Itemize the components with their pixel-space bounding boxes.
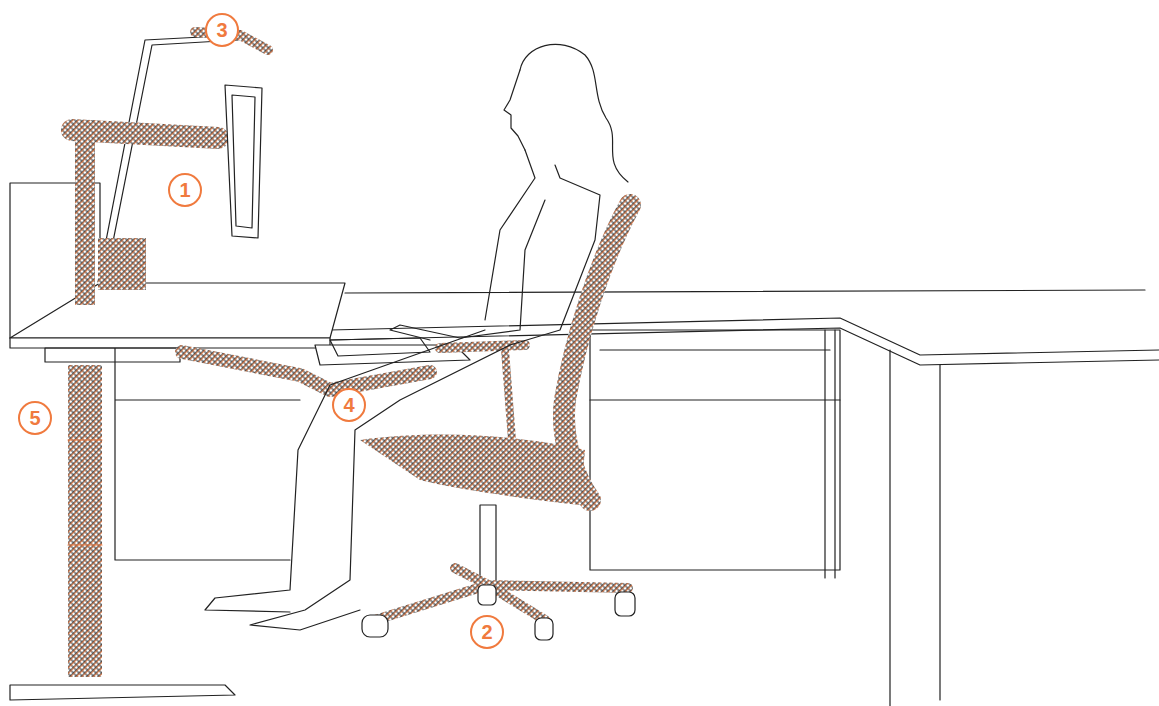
callout-number: 5 bbox=[18, 401, 52, 435]
desk-column bbox=[10, 365, 235, 700]
office-chair bbox=[360, 205, 635, 640]
callout-number: 1 bbox=[168, 173, 202, 207]
callout-circles bbox=[19, 14, 503, 648]
callout-number: 2 bbox=[470, 615, 504, 649]
callout-number: 3 bbox=[205, 13, 239, 47]
callout-number: 4 bbox=[332, 388, 366, 422]
standing-desk bbox=[10, 183, 345, 362]
desk bbox=[115, 290, 1159, 706]
keyboard-tray bbox=[182, 338, 470, 390]
seated-person bbox=[205, 44, 628, 630]
monitor-arm bbox=[72, 85, 262, 305]
